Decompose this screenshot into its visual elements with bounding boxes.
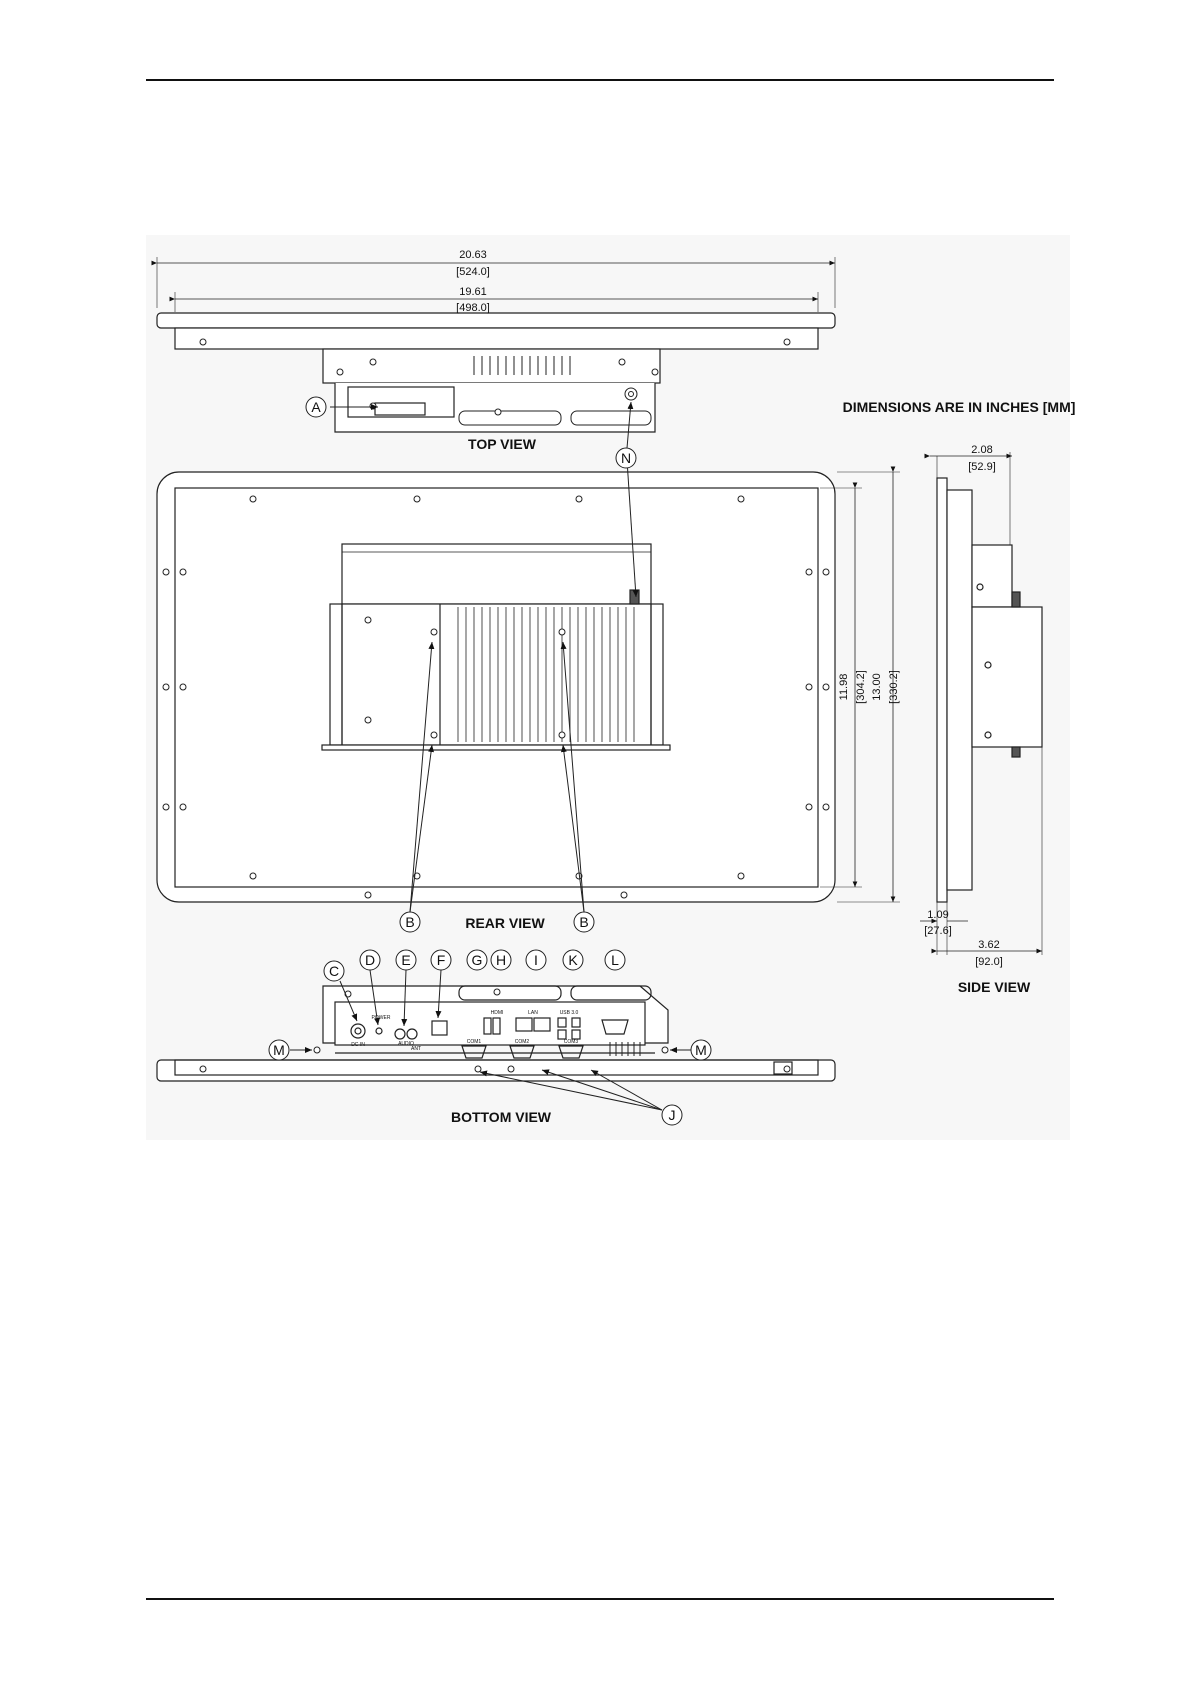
callout-a: A <box>311 399 321 415</box>
bottom-view-title: BOTTOM VIEW <box>451 1109 552 1125</box>
rear-view <box>157 472 900 902</box>
callout-h: H <box>496 952 506 968</box>
callout-e: E <box>401 952 410 968</box>
port-label-com3: COM3 <box>564 1039 579 1045</box>
dim-bezel-depth-mm: [52.9] <box>968 461 996 473</box>
dim-total-depth-in: 3.62 <box>978 939 999 951</box>
callout-d: D <box>365 952 375 968</box>
port-label-dc-in: DC IN <box>351 1042 365 1048</box>
callout-n: N <box>621 450 631 466</box>
dim-bezel-depth-in: 2.08 <box>971 444 992 456</box>
callout-l: L <box>611 952 619 968</box>
port-label-lan: LAN <box>528 1010 538 1016</box>
dim-frame-depth-in: 1.09 <box>927 909 948 921</box>
port-label-com2: COM2 <box>515 1039 530 1045</box>
dim-overall-height-mm: [330.2] <box>888 670 900 704</box>
dim-total-depth-mm: [92.0] <box>975 956 1003 968</box>
port-label-power: POWER <box>372 1015 391 1021</box>
callout-c: C <box>329 963 339 979</box>
port-label-com1: COM1 <box>467 1039 482 1045</box>
dim-inner-height-in: 11.98 <box>838 674 850 701</box>
callout-m-left: M <box>273 1042 285 1058</box>
callout-b-right: B <box>579 914 588 930</box>
dim-overall-height-in: 13.00 <box>871 673 883 701</box>
callout-b-left: B <box>405 914 414 930</box>
dim-overall-width-in: 20.63 <box>459 249 487 261</box>
dim-inner-width-mm: [498.0] <box>456 302 490 314</box>
callout-j: J <box>669 1107 676 1123</box>
callout-f: F <box>437 952 446 968</box>
top-view-title: TOP VIEW <box>468 436 537 452</box>
callout-m-right: M <box>695 1042 707 1058</box>
callout-i: I <box>534 952 538 968</box>
dim-inner-width-in: 19.61 <box>459 286 487 298</box>
rear-view-title: REAR VIEW <box>465 915 545 931</box>
dim-overall-width-mm: [524.0] <box>456 266 490 278</box>
dim-inner-height-mm: [304.2] <box>855 670 867 704</box>
dim-frame-depth-mm: [27.6] <box>924 925 952 937</box>
port-label-usb: USB 3.0 <box>560 1010 579 1016</box>
port-label-ant: ANT <box>411 1046 421 1052</box>
callout-k: K <box>568 952 578 968</box>
units-note: DIMENSIONS ARE IN INCHES [MM] <box>843 399 1076 415</box>
callout-g: G <box>472 952 483 968</box>
port-label-hdmi: HDMI <box>491 1010 504 1016</box>
side-view-title: SIDE VIEW <box>958 979 1031 995</box>
